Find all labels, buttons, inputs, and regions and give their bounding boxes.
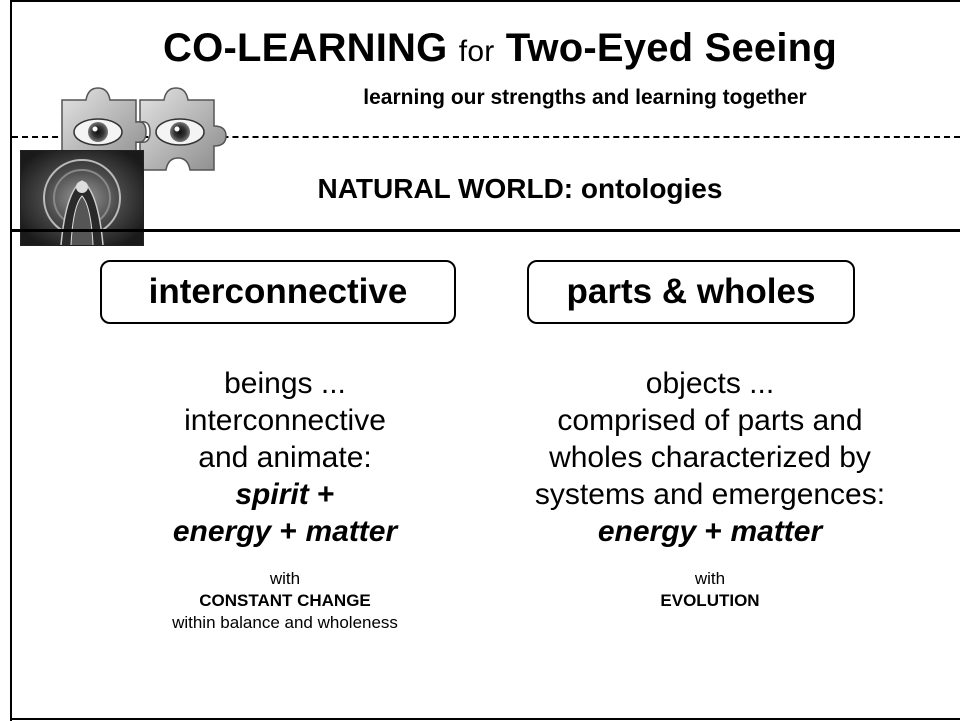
right-note-with: with: [694, 569, 726, 588]
left-note-with: with: [269, 569, 301, 588]
left-emphasis-plus-2: +: [279, 515, 298, 548]
left-emphasis-spirit: spirit: [235, 478, 309, 511]
right-line-1: objects ...: [645, 367, 775, 400]
title-part-3: Two-Eyed Seeing: [505, 26, 837, 70]
left-emphasis-line-2: energy + matter: [120, 513, 450, 550]
slide-subtitle: learning our strengths and learning toge…: [363, 86, 807, 109]
right-note-bold: EVOLUTION: [660, 591, 760, 610]
right-emphasis-plus: +: [704, 515, 723, 548]
left-note-bold: CONSTANT CHANGE: [199, 591, 371, 610]
left-emphasis-line-1: spirit +: [120, 476, 450, 513]
section-heading: NATURAL WORLD: ontologies: [317, 173, 723, 204]
left-emphasis-plus-1: +: [317, 478, 335, 511]
two-eyed-puzzle-icon: [61, 87, 227, 171]
right-line-2: comprised of parts and: [557, 404, 863, 437]
right-emphasis-line: energy + matter: [470, 513, 950, 550]
left-line-1: beings ...: [224, 367, 346, 400]
title-part-1: CO-LEARNING: [163, 26, 448, 70]
frame-top-border: [10, 0, 960, 2]
right-emphasis-matter: matter: [730, 515, 823, 548]
right-emphasis-energy: energy: [597, 515, 697, 548]
left-note-tail: within balance and wholeness: [172, 613, 398, 632]
frame-left-border: [10, 0, 12, 721]
slide-title: CO-LEARNING for Two-Eyed Seeing: [70, 26, 930, 71]
right-column: objects ... comprised of parts and whole…: [470, 365, 950, 612]
left-emphasis-matter: matter: [305, 515, 398, 548]
left-emphasis-energy: energy: [172, 515, 272, 548]
right-line-3: wholes characterized by: [549, 441, 871, 474]
left-column: beings ... interconnective and animate: …: [120, 365, 450, 634]
frame-bottom-border: [10, 718, 960, 720]
dashed-divider: [12, 136, 960, 138]
interconnective-box: interconnective: [100, 260, 456, 324]
left-line-3: and animate:: [198, 441, 372, 474]
parts-and-wholes-box: parts & wholes: [527, 260, 855, 324]
title-part-2: for: [458, 35, 495, 68]
left-line-2: interconnective: [184, 404, 386, 437]
solid-divider: [12, 229, 960, 232]
right-line-4: systems and emergences:: [534, 478, 886, 511]
